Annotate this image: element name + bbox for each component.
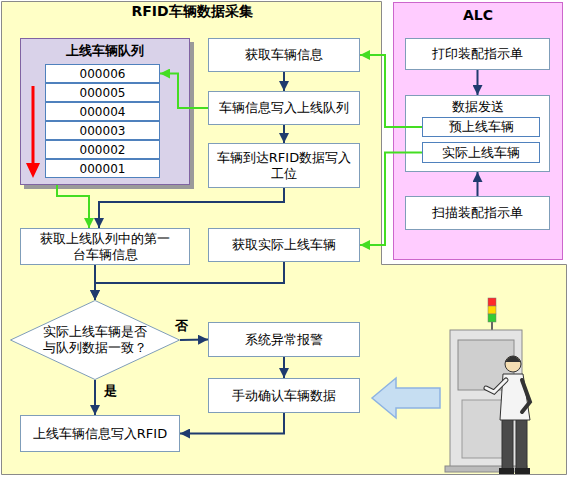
operator-arm [486, 380, 506, 392]
queue-number: 000002 [80, 142, 126, 158]
operator-shoe [499, 468, 514, 474]
process-box: 获取上线队列中的第一台车辆信息 [20, 228, 190, 265]
flow-connector [160, 74, 208, 109]
operator-shoe [515, 468, 530, 474]
queue-number: 000004 [80, 104, 126, 120]
operator-input-arrow [372, 378, 440, 418]
flow-connector [180, 413, 284, 434]
process-box: 扫描装配指示单 [405, 196, 550, 230]
flow-connector [99, 188, 284, 228]
operator-head [505, 356, 521, 372]
process-label: 车辆到达RFID数据写入工位 [213, 150, 355, 182]
send-group-box: 数据发送预上线车辆实际上线车辆 [405, 95, 550, 172]
stack-light-green [488, 314, 496, 322]
diamond-shape [11, 301, 180, 380]
flow-connector [477, 70, 479, 95]
edge-label: 是 [104, 383, 117, 399]
operator-leg [516, 418, 527, 470]
flow-connector [360, 55, 422, 127]
queue-cell: 000005 [45, 83, 160, 102]
flow-connector [94, 380, 96, 415]
queue-cell: 000003 [45, 121, 160, 140]
process-box: 手动确认车辆数据 [208, 378, 360, 413]
queue-number: 000006 [80, 66, 126, 82]
process-box: 预上线车辆 [422, 117, 540, 137]
process-box: 车辆到达RFID数据写入工位 [208, 143, 360, 188]
queue-cell: 000002 [45, 140, 160, 159]
queue-cell: 000006 [45, 64, 160, 83]
process-label: 打印装配指示单 [432, 46, 523, 62]
panel-title: ALC [394, 7, 562, 23]
operator-arm [522, 380, 530, 412]
stack-light-red [488, 298, 496, 306]
queue-panel: 上线车辆队列 000006 000005 000004 000003 000002 0000… [20, 38, 190, 185]
cabinet-door [462, 400, 510, 458]
process-box: 上线车辆信息写入RFID [20, 415, 180, 452]
edge-label: 否 [175, 318, 188, 334]
alarm-box: 系统异常报警 [208, 322, 360, 357]
group-header: 数据发送 [406, 99, 549, 115]
process-box: 打印装配指示单 [405, 38, 550, 70]
terminal-cabinet [450, 330, 522, 468]
queue-number: 000005 [80, 85, 126, 101]
flow-connector [283, 125, 285, 143]
process-label: 预上线车辆 [449, 119, 514, 135]
process-label: 获取实际上线车辆 [232, 237, 336, 253]
process-box: 实际上线车辆 [422, 142, 540, 163]
terminal-screen [458, 340, 514, 390]
queue-direction-arrowhead [26, 163, 40, 178]
process-label: 扫描装配指示单 [432, 205, 523, 221]
process-box: 获取车辆信息 [208, 38, 360, 72]
flow-connector [180, 339, 208, 342]
flow-connector [95, 262, 284, 300]
process-label: 系统异常报警 [245, 332, 323, 348]
process-label: 获取车辆信息 [245, 47, 323, 63]
process-label: 手动确认车辆数据 [232, 388, 336, 404]
flow-connector [283, 357, 285, 378]
flow-connector [57, 185, 89, 228]
operator-sleeve [486, 380, 506, 392]
process-label: 实际上线车辆 [442, 145, 520, 161]
process-box: 获取实际上线车辆 [208, 228, 360, 262]
flow-connector [94, 265, 96, 300]
process-label: 获取上线队列中的第一台车辆信息 [37, 231, 173, 263]
alc-panel: ALC 打印装配指示单数据发送预上线车辆实际上线车辆扫描装配指示单 [393, 2, 563, 260]
queue-number: 000001 [80, 161, 126, 177]
decision-diamond: 实际上线车辆是否与队列数据一致？ [10, 300, 180, 380]
queue-cell: 000004 [45, 102, 160, 121]
queue-header: 上线车辆队列 [21, 43, 189, 59]
stack-light-yellow [488, 306, 496, 314]
process-label: 上线车辆信息写入RFID [33, 426, 167, 442]
operator-body [500, 374, 530, 420]
process-label: 车辆信息写入上线队列 [219, 100, 349, 116]
operator-leg [502, 418, 513, 470]
process-box: 车辆信息写入上线队列 [208, 91, 360, 125]
panel-shape [2, 2, 567, 475]
operator-hair [505, 356, 521, 362]
decision-label: 实际上线车辆是否与队列数据一致？ [40, 324, 150, 356]
flow-connector [477, 172, 479, 196]
queue-cell: 000001 [45, 159, 160, 178]
flow-connector [360, 153, 422, 246]
panel-title: RFID车辆数据采集 [2, 3, 382, 19]
cabinet-base [445, 466, 527, 472]
stack-light-pole [491, 322, 493, 332]
queue-direction-arrow [32, 86, 35, 164]
flow-connector [283, 72, 285, 91]
queue-number: 000003 [80, 123, 126, 139]
